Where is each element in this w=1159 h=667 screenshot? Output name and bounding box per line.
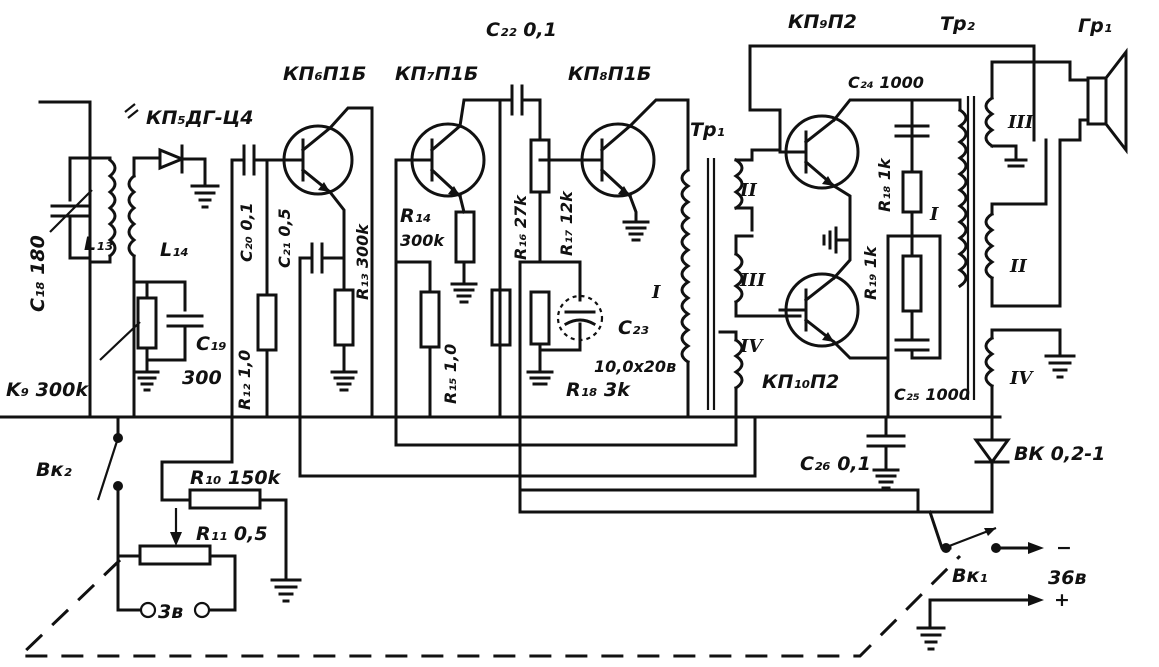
transistor-kp6 [282,106,374,419]
transistor-kp7 [394,98,512,419]
label-c22: C₂₂ 0,1 [486,19,557,41]
label-c25: C₂₅ 1000 [894,385,970,404]
label-c21: C₂₁ 0,5 [275,208,294,268]
stage1-input [230,144,288,419]
label-kp10: КП₁₀П2 [762,371,839,393]
label-l14: L₁₄ [160,239,189,261]
label-diode-vk: ВК 0,2-1 [1014,443,1105,465]
label-winding-i-tr1: I [651,282,661,303]
label-36v: 36в [1048,567,1086,589]
transistor-kp8 [498,84,690,419]
label-r10: R₁₀ 150k [190,467,282,489]
label-r14: R₁₄ [400,205,431,227]
label-r15: R₁₅ 1,0 [441,344,460,404]
label-winding-iv-tr2: IV [1009,368,1034,389]
label-c18: C₁₈ 180 [27,235,49,312]
text-labels: КП₆П1Б КП₇П1Б КП₈П1Б КП₉П2 КП₁₀П2 КП₅ДГ-… [6,11,1112,623]
label-winding-iii-tr2: III [1007,112,1034,133]
label-r11: R₁₁ 0,5 [196,523,268,545]
label-r17: R₁₇ 12k [557,190,576,256]
label-winding-iii-tr1: III [739,270,766,291]
label-minus: − [1056,537,1072,559]
ganged-switch-link [16,554,962,658]
label-r16: R₁₆ 27k [511,194,530,260]
label-gp1: Гр₁ [1078,15,1112,37]
label-c19-value: 300 [182,367,222,389]
label-c23-value: 10,0x20в [594,357,676,376]
label-c26: C₂₆ 0,1 [800,453,871,475]
label-kp6: КП₆П1Б [283,63,366,85]
label-r14-value: 300k [400,231,445,250]
label-l13: L₁₃ [84,233,113,255]
transformer-tr2 [748,44,1128,442]
label-kp5: КП₅ДГ-Ц4 [146,107,254,129]
label-tp2: Тр₂ [940,13,976,35]
label-tp1: Тр₁ [690,119,725,141]
power-section [298,415,1044,651]
label-r13: R₁₃ 300k [353,223,372,300]
label-kp7: КП₇П1Б [395,63,478,85]
label-c24: C₂₄ 1000 [848,73,924,92]
label-c20: C₂₀ 0,1 [237,202,256,262]
transformer-tr1 [394,148,802,447]
output-stage [778,98,942,490]
label-kp8: КП₈П1Б [568,63,651,85]
label-r12: R₁₂ 1,0 [235,350,254,410]
label-winding-i-tr2: I [929,204,939,225]
label-3v: 3в [158,601,183,623]
label-bk1: Вк₁ [952,565,988,587]
label-winding-iv-tr1: IV [739,336,764,357]
label-plus: + [1054,589,1070,611]
label-r18-1k: R₁₈ 1k [875,157,894,212]
label-k9: K₉ 300k [6,379,89,401]
label-bk2: Вк₂ [36,459,72,481]
input-tuned-circuit [38,100,220,419]
label-c19: C₁₉ [196,333,227,355]
label-winding-ii-tr1: II [739,180,757,201]
label-kp9: КП₉П2 [788,11,857,33]
left-power [96,415,302,619]
label-winding-ii-tr2: II [1009,256,1027,277]
label-c23: C₂₃ [618,317,649,339]
label-r18-3k: R₁₈ 3k [566,379,631,401]
detector-load [99,280,204,419]
label-r19: R₁₉ 1k [861,245,880,300]
